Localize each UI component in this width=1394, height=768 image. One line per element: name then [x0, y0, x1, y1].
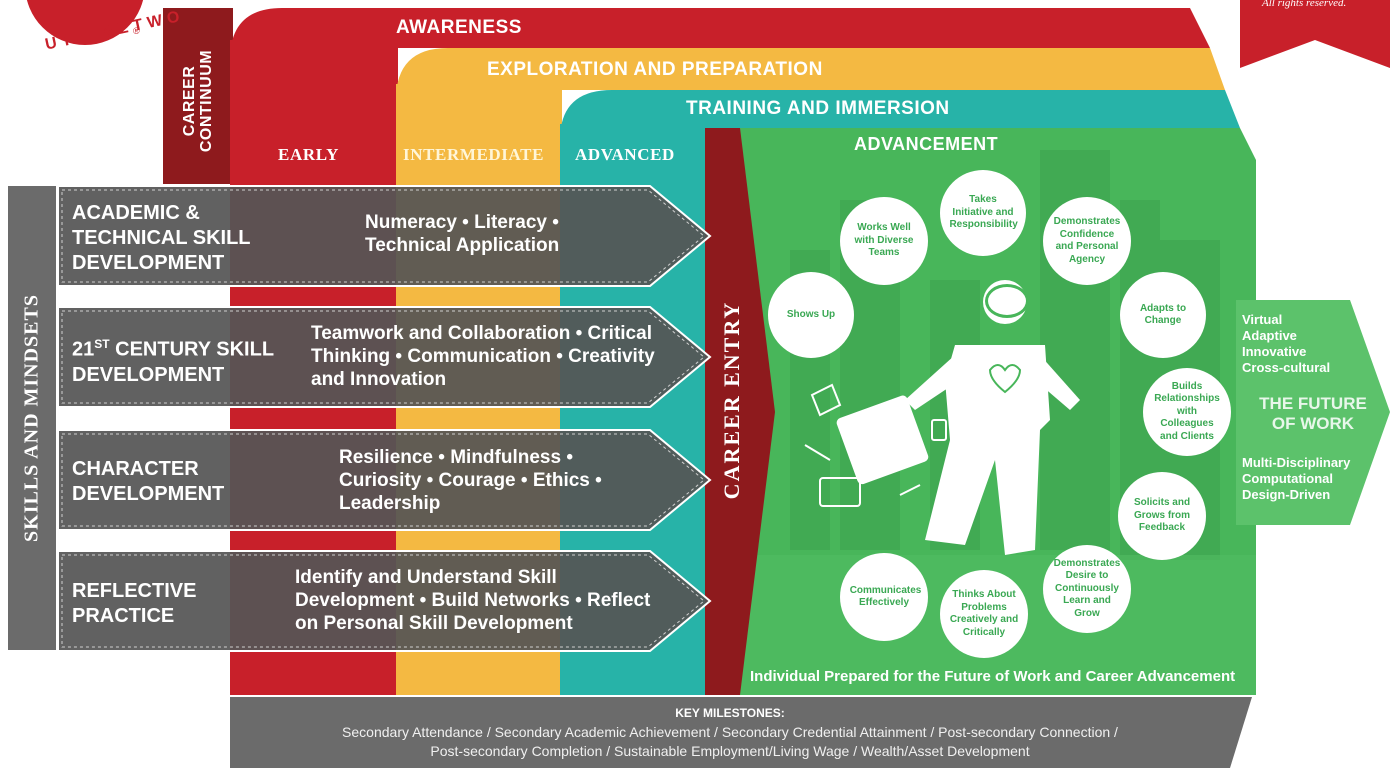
training-band	[560, 90, 1240, 140]
trait-works-well-text: Works Well with Diverse Teams	[854, 222, 914, 259]
skill-arrow-2	[57, 306, 712, 408]
trait-builds-relationships-text: Builds Relationships with Colleagues and…	[1154, 380, 1220, 442]
logo-registered-mark: ®	[133, 26, 140, 36]
trait-takes-initiative: Takes Initiative and Responsibility	[940, 170, 1026, 256]
skill-2-title-number: 21	[72, 338, 95, 361]
future-of-work-title: THE FUTURE OF WORK	[1259, 394, 1367, 433]
trait-communicates-text: Communicates Effectively	[849, 584, 922, 609]
outcome-text: Individual Prepared for the Future of Wo…	[750, 668, 1236, 685]
future-top-item: Adaptive	[1242, 328, 1297, 343]
stage-intermediate-label: INTERMEDIATE	[403, 145, 545, 164]
exploration-label: EXPLORATION AND PREPARATION	[487, 59, 823, 80]
career-continuum-label: CAREER CONTINUUM	[181, 49, 215, 153]
awareness-band	[230, 8, 1210, 60]
career-continuum-column	[163, 8, 233, 184]
skill-4-title: REFLECTIVE PRACTICE	[72, 580, 197, 627]
future-top-item: Cross-cultural	[1242, 360, 1331, 375]
trait-adapts: Adapts to Change	[1120, 272, 1206, 358]
skill-arrow-1	[57, 185, 712, 287]
future-bottom-item: Computational	[1242, 471, 1333, 486]
milestones-bar	[230, 697, 1252, 768]
career-entry-label: CAREER ENTRY	[719, 300, 744, 500]
trait-builds-relationships: Builds Relationships with Colleagues and…	[1143, 368, 1231, 456]
awareness-label: AWARENESS	[396, 17, 522, 38]
exploration-band	[396, 48, 1225, 100]
stage-early-label: EARLY	[278, 145, 339, 164]
future-bottom-list: Multi-Disciplinary Computational Design-…	[1242, 455, 1350, 503]
skill-3-title: CHARACTER DEVELOPMENT	[72, 458, 225, 505]
trait-demonstrates-confidence-text: Demonstrates Confidence and Personal Age…	[1053, 216, 1121, 265]
future-bottom-item: Multi-Disciplinary	[1242, 455, 1351, 470]
training-label: TRAINING AND IMMERSION	[686, 98, 950, 119]
trait-shows-up: Shows Up	[768, 272, 854, 358]
advancement-label: ADVANCEMENT	[854, 134, 999, 154]
trait-communicates: Communicates Effectively	[840, 553, 928, 641]
skill-2-title-rest: CENTURY SKILL DEVELOPMENT	[72, 338, 274, 386]
logo-circle	[26, 0, 144, 45]
milestones-line-1: Secondary Attendance / Secondary Academi…	[342, 724, 1118, 740]
skill-4-description: Identify and Understand Skill Developmen…	[295, 567, 651, 634]
trait-takes-initiative-text: Takes Initiative and Responsibility	[949, 194, 1018, 231]
trait-demonstrates-confidence: Demonstrates Confidence and Personal Age…	[1043, 197, 1131, 285]
milestones-line-2: Post-secondary Completion / Sustainable …	[430, 743, 1030, 759]
skill-1-description: Numeracy • Literacy • Technical Applicat…	[365, 212, 560, 256]
skill-3-description: Resilience • Mindfulness • Curiosity • C…	[339, 447, 602, 514]
future-top-item: Virtual	[1242, 312, 1283, 327]
future-top-item: Innovative	[1242, 344, 1307, 359]
future-bottom-item: Design-Driven	[1242, 487, 1331, 502]
copyright-ribbon	[1240, 0, 1390, 68]
trait-shows-up-text: Shows Up	[786, 308, 836, 320]
future-arrow-bg	[1236, 300, 1390, 525]
skills-mindsets-label: SKILLS AND MINDSETS	[20, 294, 43, 542]
trait-thinks-creatively-text: Thinks About Problems Creatively and Cri…	[949, 589, 1019, 638]
trait-adapts-text: Adapts to Change	[1139, 302, 1187, 327]
skill-2-title: 21ST CENTURY SKILL DEVELOPMENT	[72, 332, 292, 388]
milestones-heading: KEY MILESTONES:	[675, 706, 785, 720]
skills-mindsets-column	[8, 186, 56, 650]
skill-2-title-sup: ST	[94, 337, 110, 351]
trait-demonstrates-desire-text: Demonstrates Desire to Continuously Lear…	[1053, 557, 1121, 619]
trait-solicits-feedback: Solicits and Grows from Feedback	[1118, 472, 1206, 560]
brain-icon	[985, 284, 1029, 318]
career-entry-bar	[705, 128, 775, 695]
skill-2-description: Teamwork and Collaboration • Critical Th…	[311, 323, 655, 390]
trait-demonstrates-desire: Demonstrates Desire to Continuously Lear…	[1043, 545, 1131, 633]
skill-arrow-3	[57, 429, 712, 531]
stage-advanced-label: ADVANCED	[575, 145, 675, 164]
skill-arrow-4	[57, 550, 712, 652]
skill-1-title: ACADEMIC & TECHNICAL SKILL DEVELOPMENT	[72, 202, 251, 274]
trait-thinks-creatively: Thinks About Problems Creatively and Cri…	[940, 570, 1028, 658]
copyright-text: All rights reserved.	[1262, 0, 1347, 9]
future-top-list: Virtual Adaptive Innovative Cross-cultur…	[1242, 312, 1330, 376]
trait-solicits-feedback-text: Solicits and Grows from Feedback	[1133, 497, 1191, 534]
trait-works-well: Works Well with Diverse Teams	[840, 197, 928, 285]
